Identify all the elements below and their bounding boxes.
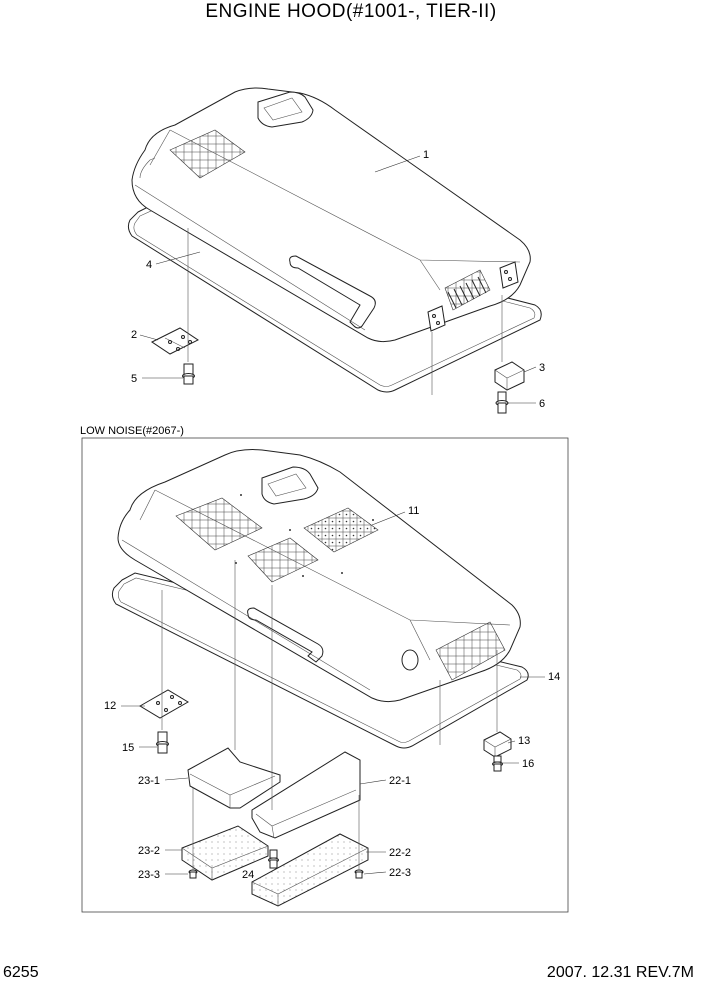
low-noise-seal-frame — [111, 572, 529, 749]
low-noise-box — [81, 437, 569, 913]
page-title: ENGINE HOOD(#1001-, TIER-II) — [205, 1, 497, 22]
callout-16: 16 — [522, 758, 534, 770]
bolt-22-3 — [354, 869, 364, 879]
callout-5: 5 — [131, 373, 137, 385]
callout-6: 6 — [539, 398, 545, 410]
plate-22-2 — [251, 833, 369, 907]
callout-12: 12 — [104, 700, 116, 712]
callout-23-2: 23-2 — [138, 845, 160, 857]
callout-23-1: 23-1 — [138, 775, 160, 787]
low-noise-hood-body — [117, 449, 521, 703]
callout-1: 1 — [423, 149, 429, 161]
low-noise-hinge — [139, 689, 189, 719]
revision-date: 2007. 12.31 REV.7M — [546, 964, 694, 981]
low-noise-rubber-block — [483, 731, 512, 758]
rubber-block — [494, 361, 525, 391]
callout-22-1: 22-1 — [389, 775, 411, 787]
callout-4: 4 — [146, 259, 152, 271]
hood-seal-frame — [127, 205, 542, 393]
top-hood-assembly: 1 4 2 5 3 6 — [127, 87, 545, 414]
hinge-bolt — [182, 363, 195, 385]
engine-hood-body — [131, 87, 531, 343]
low-noise-block-bolt — [492, 755, 503, 772]
plate-23-2 — [181, 825, 269, 881]
low-noise-assembly: 11 14 12 15 13 16 23-1 22-1 23-2 22-2 23… — [104, 449, 560, 907]
low-noise-hinge-bolt — [156, 731, 169, 754]
low-noise-section-label: LOW NOISE(#2067-) — [80, 425, 184, 437]
bracket-22-1 — [251, 751, 361, 839]
page-number: 6255 — [3, 964, 39, 981]
callout-22-2: 22-2 — [389, 847, 411, 859]
callout-15: 15 — [122, 742, 134, 754]
callout-24: 24 — [242, 869, 254, 881]
callout-11: 11 — [408, 505, 419, 517]
callout-22-3: 22-3 — [389, 867, 411, 879]
callout-3: 3 — [539, 362, 545, 374]
bolt-24 — [268, 849, 279, 869]
callout-23-3: 23-3 — [138, 869, 160, 881]
callout-2: 2 — [131, 329, 137, 341]
hood-hinge — [151, 327, 199, 355]
block-bolt — [495, 391, 509, 414]
bracket-23-1 — [187, 747, 281, 809]
bolt-23-3 — [188, 869, 198, 879]
callout-13: 13 — [518, 735, 530, 747]
callout-14: 14 — [548, 671, 560, 683]
